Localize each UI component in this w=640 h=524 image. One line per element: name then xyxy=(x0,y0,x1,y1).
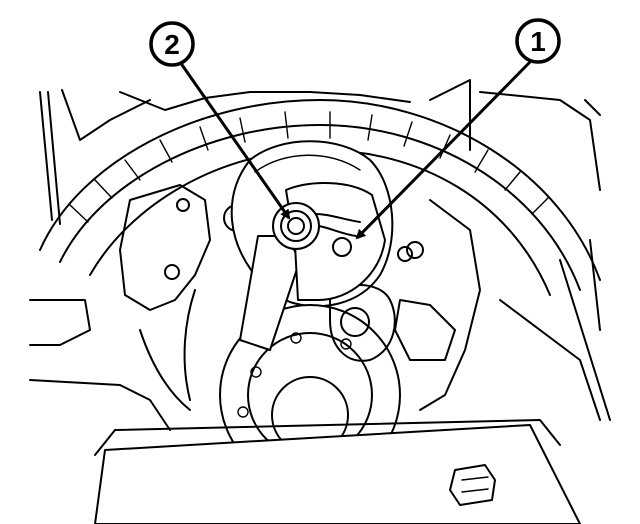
engine-block-outline xyxy=(29,79,611,431)
callout-2-label: 2 xyxy=(164,29,180,60)
callout-2-leader xyxy=(178,61,291,220)
callout-1: 1 xyxy=(515,18,561,64)
callout-2: 2 xyxy=(149,21,195,67)
callout-1-label: 1 xyxy=(530,26,546,57)
callout-2-circle xyxy=(149,21,195,67)
callout-1-circle xyxy=(515,18,561,64)
lower-cover xyxy=(94,419,581,524)
callout-1-leader xyxy=(355,60,532,240)
